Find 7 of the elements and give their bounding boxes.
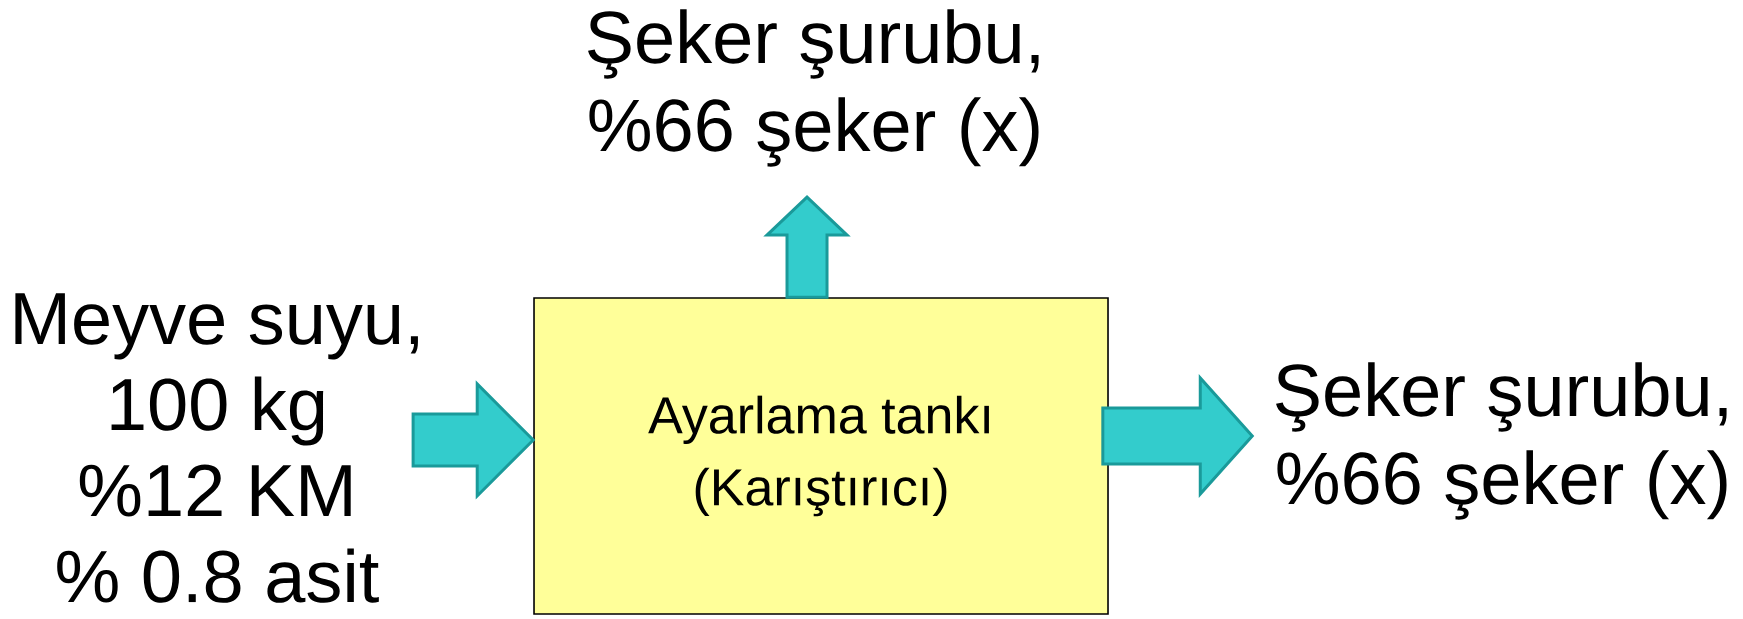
output-label: Şeker şurubu, %66 şeker (x) <box>588 9 1039 167</box>
block-arrow <box>411 380 536 500</box>
block-arrow <box>763 195 851 299</box>
tank-box: Ayarlama tankı (Karıştırıcı) <box>533 297 1109 615</box>
output-label: Şeker şurubu, %66 şeker (x) <box>1276 362 1727 520</box>
input-label: Meyve suyu, 100 kg %12 KM % 0.8 asit <box>15 293 418 603</box>
block-arrow <box>1101 374 1255 498</box>
